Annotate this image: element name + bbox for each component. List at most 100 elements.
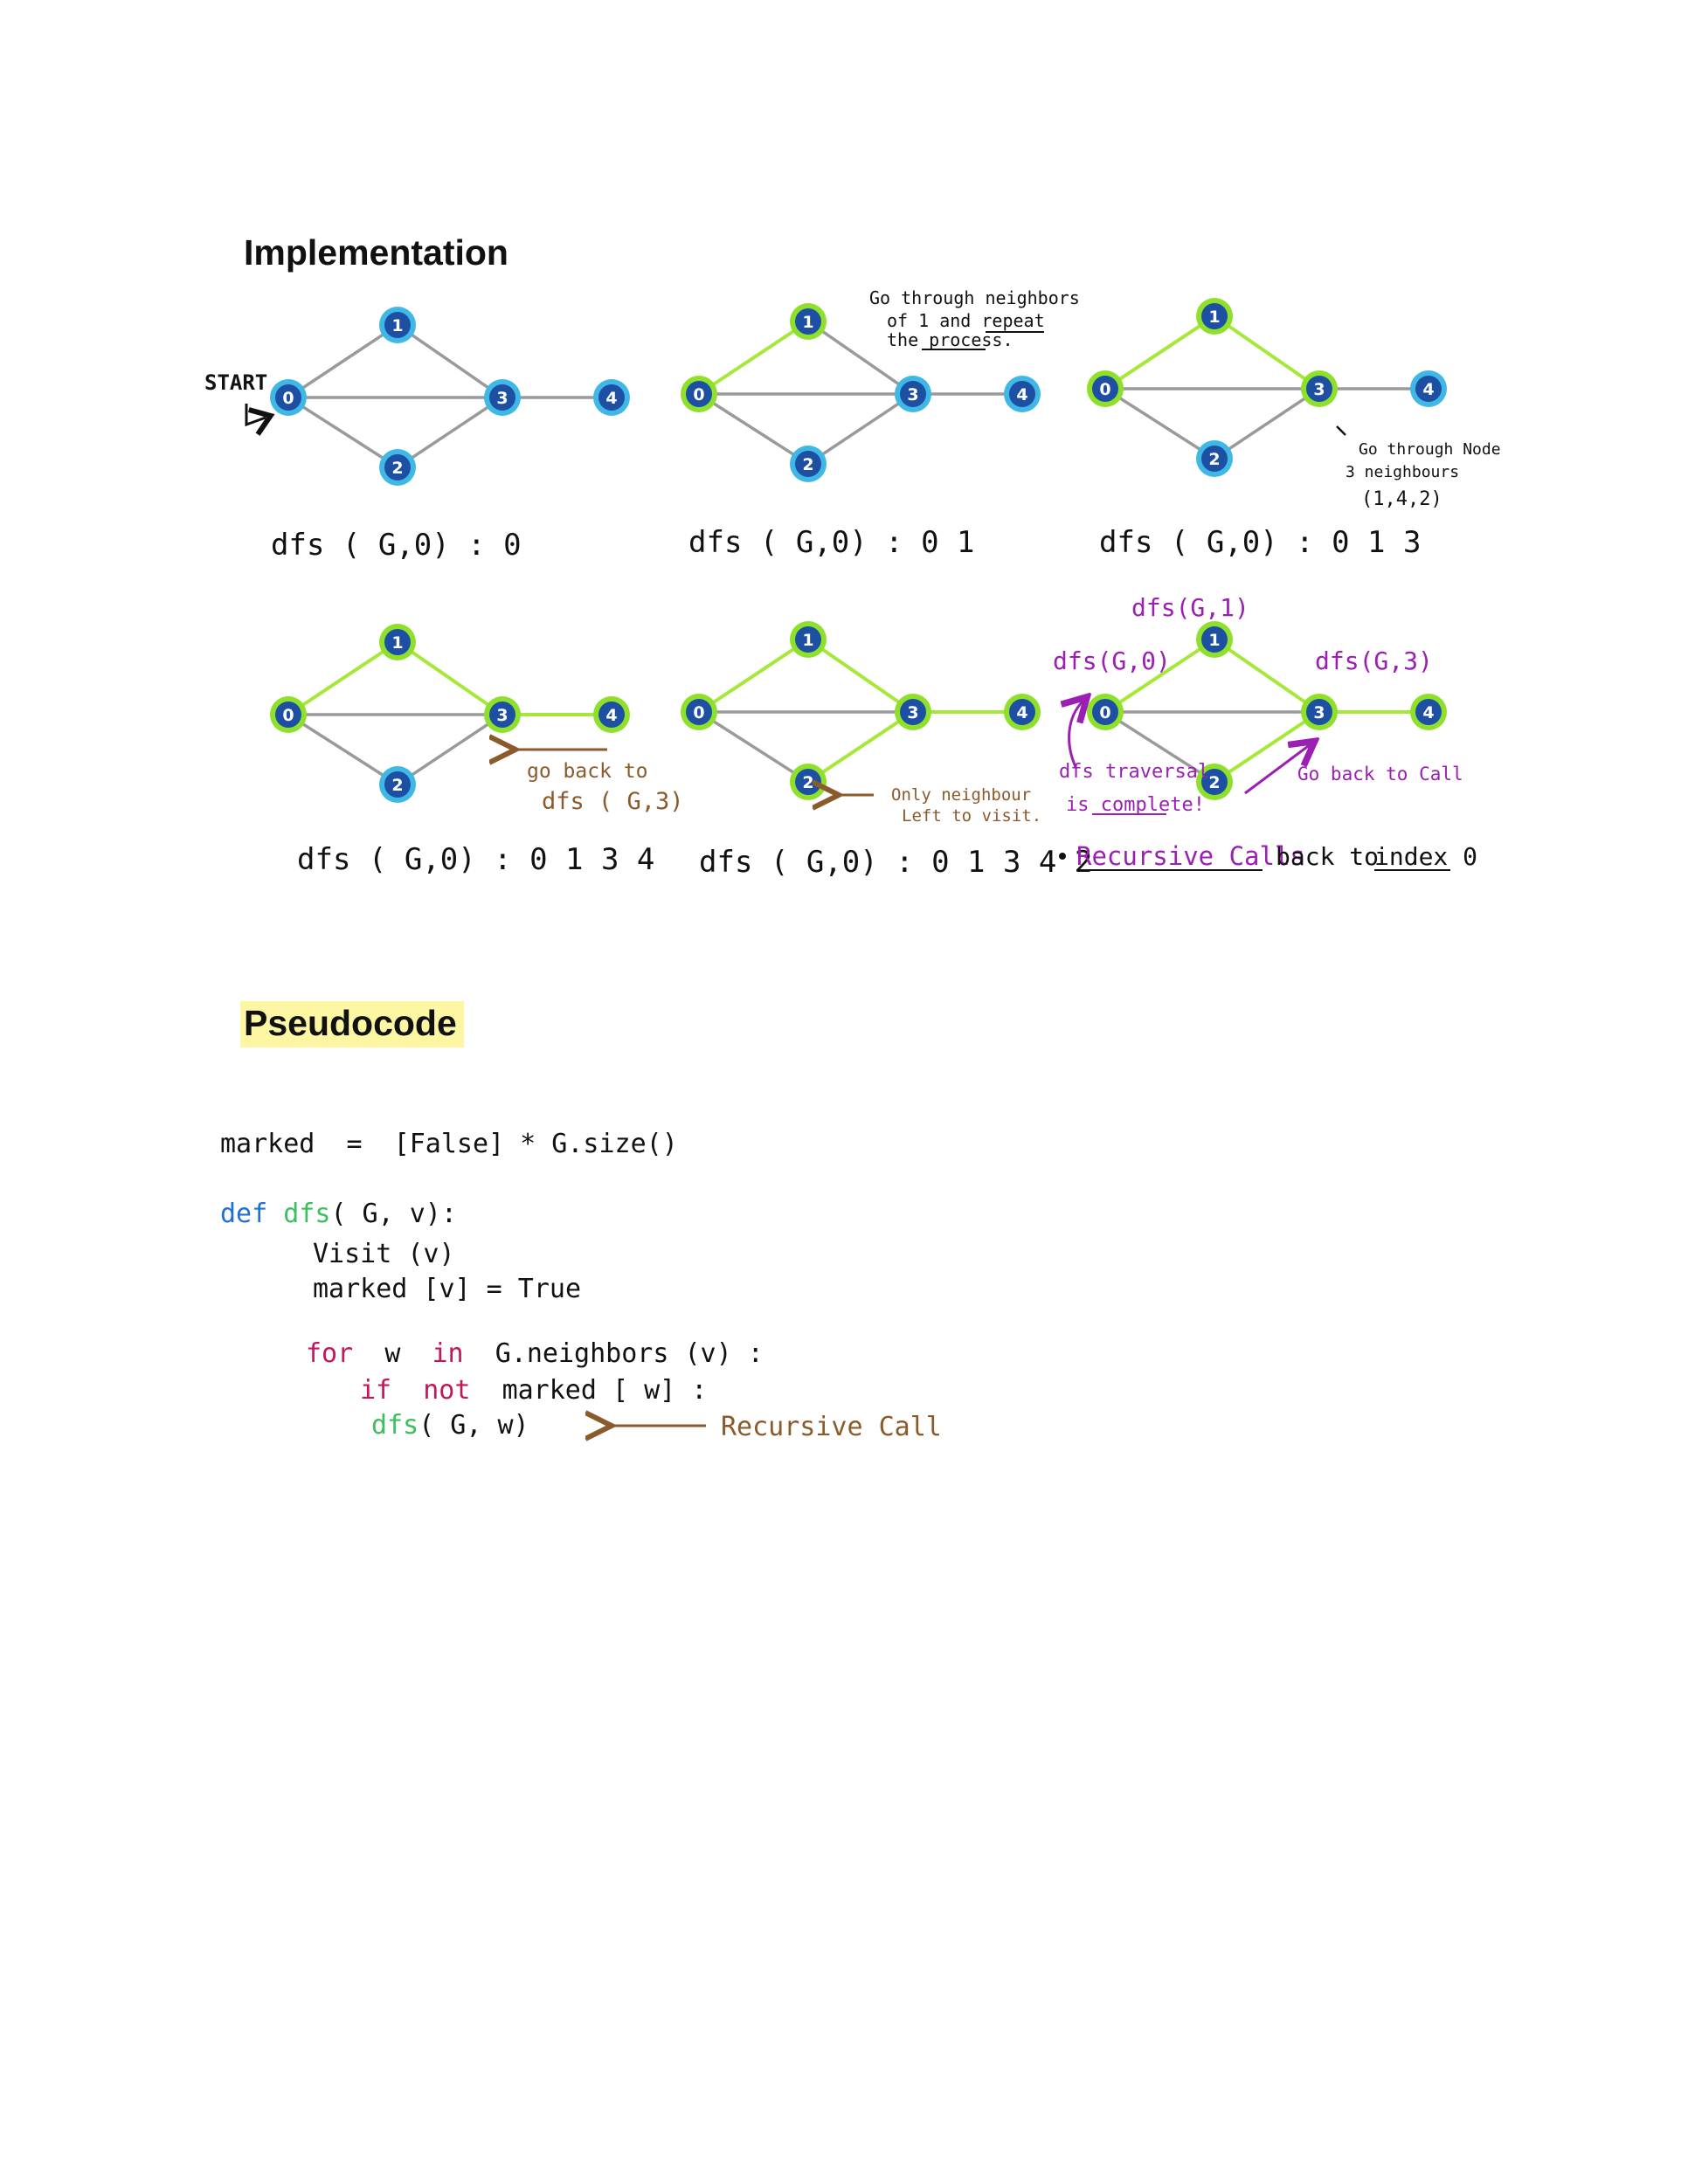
node-core: [1009, 699, 1035, 725]
edge-2-3: [1213, 710, 1321, 784]
p6-bullet-index0: index 0: [1374, 842, 1477, 871]
code-if-line: if not marked [ w] :: [360, 1375, 707, 1406]
node-0: 0: [1087, 694, 1124, 730]
code-call-args: ( G, w): [419, 1410, 529, 1441]
node-label: 4: [1422, 380, 1434, 399]
node-core: [489, 384, 515, 411]
node-core: [795, 451, 821, 477]
node-label: 1: [1208, 631, 1220, 650]
node-2: 2: [790, 446, 827, 482]
node-label: 2: [1208, 773, 1220, 792]
node-2: 2: [379, 449, 416, 486]
node-core: [686, 699, 712, 725]
node-3: 3: [484, 379, 521, 416]
node-1: 1: [790, 303, 827, 340]
node-core: [795, 308, 821, 335]
node-label: 3: [907, 703, 918, 722]
node-0: 0: [270, 379, 307, 416]
edge-0-2: [287, 396, 398, 469]
pseudocode-heading: Pseudocode: [240, 1001, 464, 1047]
node-label: 4: [1016, 703, 1027, 722]
step-1-caption: dfs ( G,0) : 0: [271, 528, 522, 563]
node-core: [489, 702, 515, 728]
p6-complete-line1: dfs traversal: [1059, 761, 1209, 783]
step-4-caption: dfs ( G,0) : 0 1 3 4: [297, 842, 654, 877]
node-core: [384, 312, 411, 338]
p6-goback-arrow: [1244, 744, 1311, 795]
edge-0-1: [1103, 314, 1216, 390]
p6-dfs-g0: dfs(G,0): [1053, 646, 1171, 675]
node-label: 3: [496, 706, 508, 725]
node-label: 1: [1208, 308, 1220, 327]
node-2: 2: [790, 764, 827, 800]
code-if-rest: marked [ w] :: [502, 1375, 708, 1406]
node-1: 1: [790, 621, 827, 658]
p5-note-line2: Left to visit.: [902, 806, 1041, 826]
node-label: 4: [605, 706, 617, 725]
node-core: [900, 381, 926, 407]
node-4: 4: [593, 696, 630, 733]
edge-2-3: [806, 710, 915, 784]
node-core: [1415, 376, 1442, 402]
p6-dfs-g1: dfs(G,1): [1131, 593, 1249, 622]
node-1: 1: [1196, 621, 1233, 658]
p3-note-line2: 3 neighbours: [1346, 463, 1459, 481]
p6-bullet: [1059, 853, 1066, 860]
code-for-var: w: [384, 1338, 401, 1369]
node-label: 0: [1099, 703, 1110, 722]
dfs-step-1: 0 1 2 3 4: [270, 307, 630, 486]
node-label: 1: [802, 631, 813, 650]
node-core: [1201, 769, 1228, 795]
p2-note-line2: of 1 and repeat: [887, 310, 1045, 331]
node-core: [384, 629, 411, 655]
start-arrow: [245, 404, 275, 436]
p5-note-line1: Only neighbour: [891, 785, 1031, 805]
code-if-keyword: if not: [360, 1375, 471, 1406]
node-core: [1092, 699, 1118, 725]
step-2-caption: dfs ( G,0) : 0 1: [688, 525, 975, 560]
edge-0-2: [1104, 710, 1215, 784]
node-label: 1: [391, 316, 403, 335]
code-for-keyword: for: [306, 1338, 354, 1369]
p4-note-line2: dfs ( G,3): [542, 788, 684, 815]
node-label: 4: [605, 389, 617, 408]
edge-1-3: [1213, 638, 1321, 714]
node-core: [384, 454, 411, 480]
node-core: [1201, 626, 1228, 653]
edge-1-3: [396, 640, 504, 716]
p3-note-arrow: [1336, 425, 1346, 436]
code-visit: Visit (v): [313, 1239, 455, 1269]
edge-0-1: [287, 323, 398, 399]
recursive-call-label: Recursive Call: [721, 1412, 942, 1442]
edge-1-3: [1213, 314, 1321, 390]
node-core: [275, 384, 301, 411]
node-core: [598, 384, 625, 411]
node-core: [900, 699, 926, 725]
node-label: 0: [693, 703, 704, 722]
edge-1-3: [806, 638, 915, 714]
dfs-step-5: 0 1 2 3 4: [681, 621, 1041, 800]
node-label: 3: [496, 389, 508, 408]
edge-2-3: [397, 396, 503, 469]
node-label: 0: [693, 385, 704, 404]
edge-0-2: [698, 710, 809, 784]
node-3: 3: [895, 376, 931, 412]
code-marked-true: marked [v] = True: [313, 1274, 582, 1304]
p6-bullet-back-to: back to: [1276, 842, 1379, 871]
node-label: 2: [802, 455, 813, 474]
edge-0-1: [287, 640, 399, 716]
p6-return-arrow: [1069, 701, 1083, 770]
node-core: [1092, 376, 1118, 402]
implementation-heading: Implementation: [244, 232, 508, 273]
p4-note-line1: go back to: [527, 760, 647, 783]
step-3-caption: dfs ( G,0) : 0 1 3: [1099, 525, 1421, 560]
code-call-line: dfs( G, w): [371, 1410, 529, 1441]
node-0: 0: [681, 694, 717, 730]
node-label: 2: [391, 776, 403, 795]
node-4: 4: [1410, 370, 1447, 407]
p6-dfs-g3: dfs(G,3): [1315, 646, 1433, 675]
